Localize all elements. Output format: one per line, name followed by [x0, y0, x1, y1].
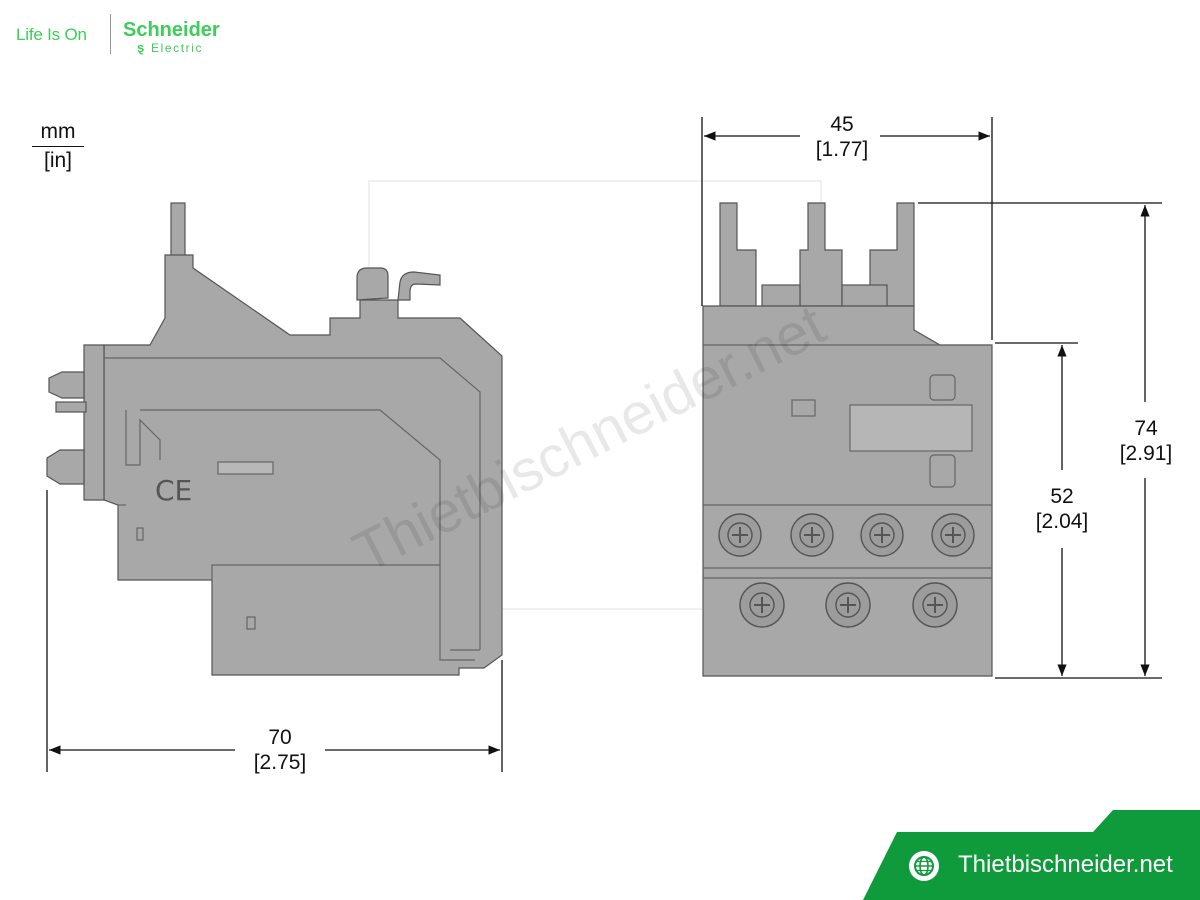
screw-icon: [860, 513, 904, 557]
screw-icon: [825, 582, 871, 628]
header: Life Is On Schneider ȿ Electric: [0, 0, 1200, 70]
dim-height-body-mm: 52: [1050, 485, 1074, 508]
side-view-details: CE: [104, 357, 481, 661]
unit-legend: mm [in]: [32, 120, 84, 173]
unit-mm: mm: [40, 120, 76, 143]
screw-icon: [912, 582, 958, 628]
ce-mark-icon: CE: [155, 474, 192, 507]
front-view: [702, 202, 993, 677]
globe-icon[interactable]: [908, 850, 940, 882]
brand-sub: Electric: [151, 41, 204, 55]
side-latch: [356, 267, 389, 301]
brand-name: Schneider: [123, 19, 220, 41]
screw-icon: [739, 582, 785, 628]
side-terminal-post: [170, 202, 186, 260]
header-divider: [110, 14, 111, 54]
schneider-logo[interactable]: Schneider ȿ Electric: [123, 19, 220, 54]
side-pin-bottom: [46, 449, 85, 485]
dim-height-total: 74 [2.91]: [1104, 416, 1188, 466]
dim-width-front-mm: 45: [830, 113, 854, 136]
dim-width-side: 70 [2.75]: [238, 725, 322, 775]
screw-icon: [790, 513, 834, 557]
front-screws: [718, 513, 975, 628]
dim-width-front: 45 [1.77]: [800, 112, 884, 162]
dim-height-body: 52 [2.04]: [1020, 484, 1104, 534]
screw-icon: [718, 513, 762, 557]
tagline: Life Is On: [16, 25, 87, 44]
dimension-lines: [46, 117, 1162, 772]
footer-badge-shape: [863, 810, 1200, 900]
dim-width-side-mm: 70: [268, 726, 292, 749]
front-view-details: [703, 344, 992, 579]
unit-divider: [32, 146, 84, 147]
side-hook: [397, 271, 441, 301]
unit-in: [in]: [43, 149, 72, 172]
front-post-2: [799, 202, 843, 307]
side-clip: [83, 344, 105, 501]
front-gap-2: [841, 284, 888, 307]
dim-width-side-in: [2.75]: [253, 751, 307, 774]
dim-height-total-mm: 74: [1134, 417, 1158, 440]
screw-icon: [931, 513, 975, 557]
footer-badge: [863, 810, 1200, 900]
side-body: [103, 254, 503, 676]
footer-url-link[interactable]: Thietbischneider.net: [958, 851, 1173, 878]
brand-mark-icon: ȿ: [137, 40, 145, 55]
dim-height-body-in: [2.04]: [1035, 510, 1089, 533]
front-post-1: [719, 202, 757, 307]
side-view: [46, 202, 503, 676]
dim-height-total-in: [2.91]: [1119, 442, 1173, 465]
side-pin-mid: [55, 401, 87, 413]
side-pin-top: [48, 371, 85, 399]
dim-width-front-in: [1.77]: [815, 138, 869, 161]
